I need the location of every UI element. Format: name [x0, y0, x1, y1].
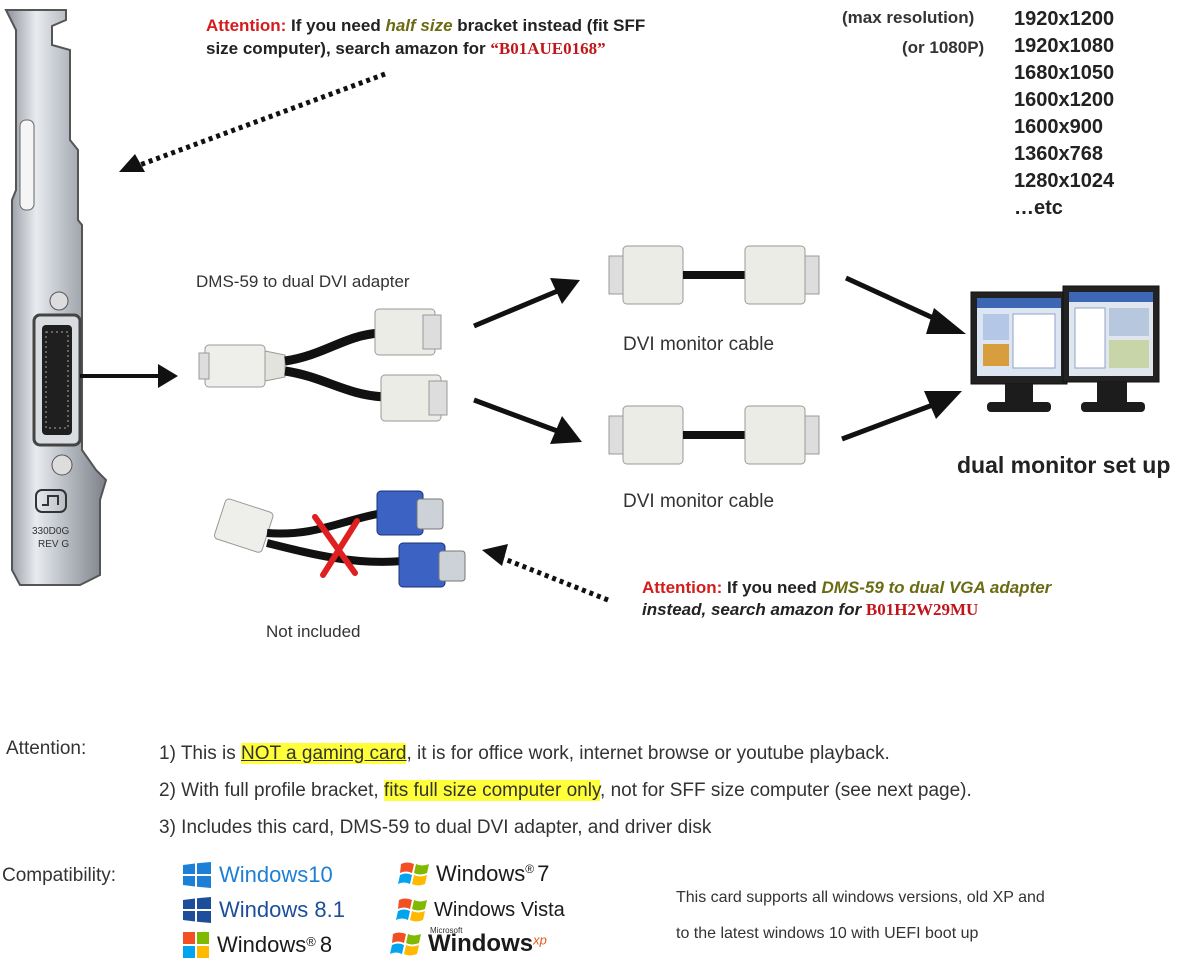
attention-text: size computer), search amazon for	[206, 39, 491, 58]
note-item: 1) This is NOT a gaming card, it is for …	[159, 743, 890, 764]
windows10-icon	[183, 862, 211, 888]
resolution-item: 1280x1024	[1014, 170, 1115, 192]
max-resolution-label: (max resolution)	[842, 8, 975, 27]
attention-text: instead, search amazon for	[642, 600, 866, 619]
arrow-to-monitor-2	[841, 391, 962, 442]
note-item: 2) With full profile bracket, fits full …	[159, 780, 972, 801]
full-size-highlight: fits full size computer only	[383, 780, 601, 801]
attention-text: If you need	[286, 16, 386, 35]
windows-xp-icon	[390, 932, 421, 956]
not-included-label: Not included	[266, 622, 361, 641]
attention-lead: Attention:	[642, 578, 723, 597]
dvi-cable-image-2	[608, 405, 820, 465]
arrow-to-cable-2	[473, 397, 582, 444]
arrow-to-adapter	[80, 364, 178, 388]
windows7-logo: Windows ® 7	[398, 858, 549, 890]
not-included-cross-icon	[312, 514, 360, 578]
resolution-item: 1920x1200	[1014, 8, 1115, 30]
compat-title: Compatibility:	[2, 865, 117, 886]
cable-label-1: DVI monitor cable	[623, 334, 775, 355]
attention-text: bracket instead (fit SFF	[452, 16, 646, 35]
windows-vista-icon	[396, 898, 427, 922]
amazon-code: “B01AUE0168”	[490, 39, 606, 58]
windows-vista-logo: Windows Vista	[396, 894, 565, 926]
dotted-arrow-to-bracket	[119, 71, 386, 172]
dms59-dvi-adapter-image	[198, 308, 448, 422]
resolution-item: 1360x768	[1014, 143, 1103, 165]
vga-attention: Attention: If you need DMS-59 to dual VG…	[642, 577, 1051, 621]
arrow-to-monitor-1	[844, 275, 966, 334]
not-gaming-highlight: NOT a gaming card	[241, 743, 407, 764]
dual-monitor-label: dual monitor set up	[957, 452, 1171, 478]
dms59-vga-text: DMS-59 to dual VGA adapter	[821, 578, 1052, 597]
windows8-icon	[183, 932, 209, 958]
notes-title: Attention:	[6, 738, 87, 759]
attention-text: If you need	[722, 578, 822, 597]
resolution-item: 1920x1080	[1014, 35, 1115, 57]
resolution-item: …etc	[1014, 197, 1063, 219]
adapter-label: DMS-59 to dual DVI adapter	[196, 272, 410, 291]
resolution-list: 1920x1200 1920x1080 1680x1050 1600x1200 …	[1014, 6, 1114, 222]
windows81-logo: Windows 8.1	[183, 897, 345, 923]
bracket-text-top: 330D0G	[32, 526, 69, 537]
windows81-icon	[183, 897, 211, 923]
dvi-cable-image-1	[608, 245, 820, 305]
compat-description: This card supports all windows versions,…	[676, 889, 1045, 942]
half-size-text: half size	[385, 16, 453, 35]
windows7-icon	[398, 862, 429, 886]
attention-lead: Attention:	[206, 16, 287, 35]
half-size-attention: Attention: If you need half size bracket…	[206, 14, 645, 60]
dual-monitor-image	[970, 285, 1160, 412]
dms59-vga-adapter-image	[214, 490, 466, 588]
windows-xp-logo: Microsoft Windowsxp	[390, 926, 547, 960]
resolution-item: 1600x1200	[1014, 89, 1115, 111]
pci-bracket: 330D0G REV G	[4, 9, 108, 586]
arrow-to-cable-1	[473, 278, 580, 329]
resolution-item: 1600x900	[1014, 116, 1103, 138]
bracket-text-bottom: REV G	[38, 539, 69, 550]
windows10-logo: Windows10	[183, 862, 333, 888]
1080p-label: (or 1080P)	[902, 38, 985, 57]
windows8-logo: Windows ® 8	[183, 932, 332, 958]
dotted-arrow-to-vga	[482, 544, 609, 603]
resolution-item: 1680x1050	[1014, 62, 1115, 84]
note-item: 3) Includes this card, DMS-59 to dual DV…	[159, 817, 712, 838]
cable-label-2: DVI monitor cable	[623, 491, 775, 512]
amazon-code: B01H2W29MU	[865, 600, 979, 619]
notes-list: 1) This is NOT a gaming card, it is for …	[159, 735, 972, 846]
